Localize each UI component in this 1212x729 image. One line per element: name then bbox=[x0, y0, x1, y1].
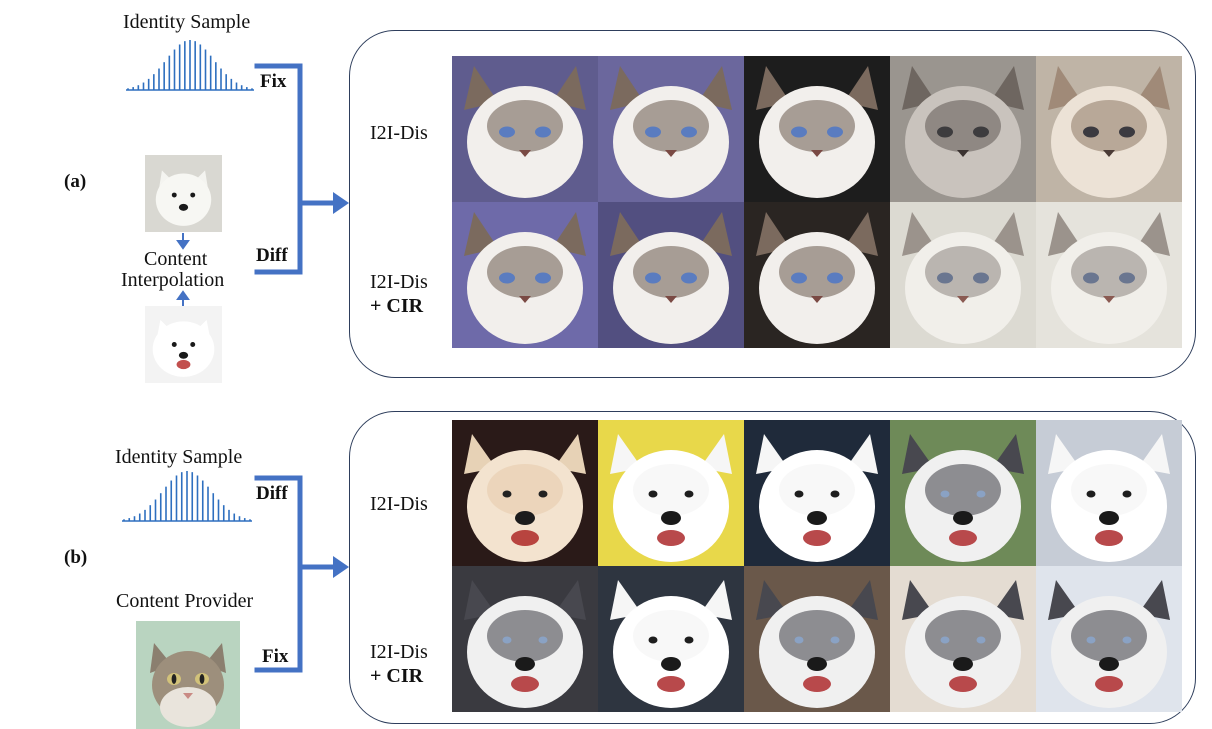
ragdoll-cat-face-image bbox=[744, 202, 890, 348]
panel-b-row1-label: I2I-Dis bbox=[370, 492, 428, 516]
panel-a-content-label-2: Interpolation bbox=[121, 269, 225, 291]
panel-b-identity-label: Identity Sample bbox=[115, 446, 243, 468]
panel-a-row2-label: I2I-Dis + CIR bbox=[370, 270, 428, 318]
panel-b-connectors bbox=[254, 475, 339, 673]
samoyed-face-image bbox=[744, 420, 890, 566]
panel-a-connectors bbox=[254, 63, 339, 275]
panel-b-diff-label: Diff bbox=[256, 483, 288, 504]
ragdoll-cat-face-image bbox=[452, 202, 598, 348]
samoyed-face-image bbox=[1036, 420, 1182, 566]
panel-a-row2-label-line2: + CIR bbox=[370, 295, 424, 317]
content-image-samoyed-top bbox=[145, 155, 222, 232]
panel-a-identity-label: Identity Sample bbox=[123, 11, 251, 33]
ragdoll-cat-face-image bbox=[744, 56, 890, 202]
husky-face-image bbox=[744, 566, 890, 712]
panel-a-content-label-1: Content bbox=[144, 248, 208, 270]
panel-a-result-grid bbox=[452, 56, 1182, 348]
panel-a-arrow-head bbox=[333, 192, 349, 214]
grey-cat-face-image bbox=[890, 56, 1036, 202]
panel-a-diff-label: Diff bbox=[256, 245, 288, 266]
panel-a-row1-label: I2I-Dis bbox=[370, 121, 428, 145]
panel-b-tag: (b) bbox=[64, 547, 88, 568]
cream-cat-face-image bbox=[1036, 56, 1182, 202]
panel-b-arrow-head bbox=[333, 556, 349, 578]
content-provider-cat-image bbox=[136, 621, 240, 729]
panel-b-result-grid bbox=[452, 420, 1182, 712]
ragdoll-cat-face-image bbox=[452, 56, 598, 202]
husky-face-image bbox=[1036, 566, 1182, 712]
identity-histogram-b bbox=[122, 471, 252, 522]
husky-face-image bbox=[890, 420, 1036, 566]
samoyed-face-image bbox=[598, 420, 744, 566]
panel-b-content-label: Content Provider bbox=[116, 590, 254, 612]
panel-b-row2-label: I2I-Dis + CIR bbox=[370, 640, 428, 688]
husky-face-image bbox=[890, 566, 1036, 712]
ragdoll-cat-face-image bbox=[598, 56, 744, 202]
content-image-samoyed-bottom bbox=[145, 306, 222, 383]
panel-a-fix-label: Fix bbox=[260, 71, 287, 92]
grey-tabby-cat-face-image bbox=[890, 202, 1036, 348]
identity-histogram-a bbox=[126, 40, 254, 91]
panel-b-fix-label: Fix bbox=[262, 646, 289, 667]
panel-b-row2-label-line1: I2I-Dis bbox=[370, 641, 428, 663]
husky-face-image bbox=[452, 566, 598, 712]
panel-b-row2-label-line2: + CIR bbox=[370, 665, 424, 687]
samoyed-face-image bbox=[598, 566, 744, 712]
grey-tabby-cat-face-image bbox=[1036, 202, 1182, 348]
panel-a-tag: (a) bbox=[64, 171, 87, 192]
panel-b-row1-label-line1: I2I-Dis bbox=[370, 493, 428, 515]
ragdoll-cat-face-image bbox=[598, 202, 744, 348]
panel-a-row2-label-line1: I2I-Dis bbox=[370, 271, 428, 293]
panel-a-row1-label-line1: I2I-Dis bbox=[370, 122, 428, 144]
smiling-dog-face-image bbox=[452, 420, 598, 566]
